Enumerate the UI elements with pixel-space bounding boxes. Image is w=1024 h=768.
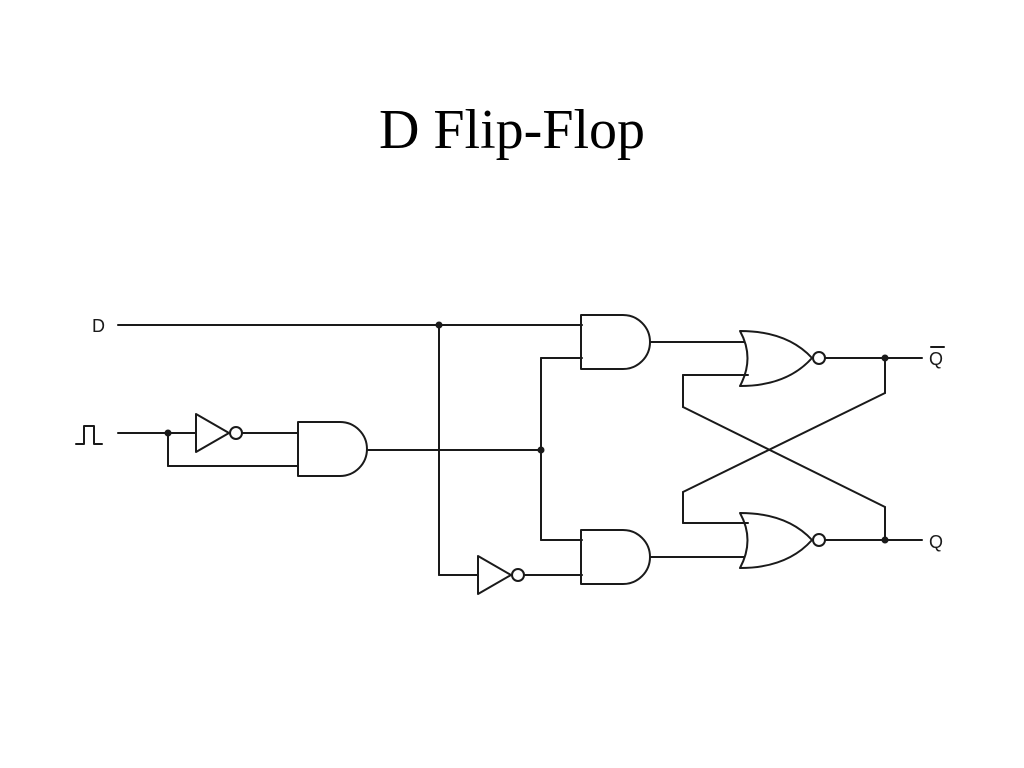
clock-pulse-icon (75, 425, 103, 445)
q-bar-output-label: Q (929, 349, 943, 369)
q-output-label: Q (929, 532, 943, 552)
page-title: D Flip-Flop (378, 99, 646, 161)
clock-wires (117, 432, 299, 467)
clock-and-gate (297, 421, 368, 477)
enable-wires (366, 357, 583, 541)
feedback-wires (682, 357, 886, 541)
junction-dots (164, 321, 889, 544)
lower-nor-gate (682, 512, 923, 569)
upper-nor-gate (682, 330, 923, 387)
upper-and-gate (580, 314, 745, 370)
d-not-gate (477, 555, 583, 595)
d-input-label: D (92, 316, 105, 336)
lower-and-gate (580, 529, 745, 585)
clock-not-gate (195, 413, 243, 453)
